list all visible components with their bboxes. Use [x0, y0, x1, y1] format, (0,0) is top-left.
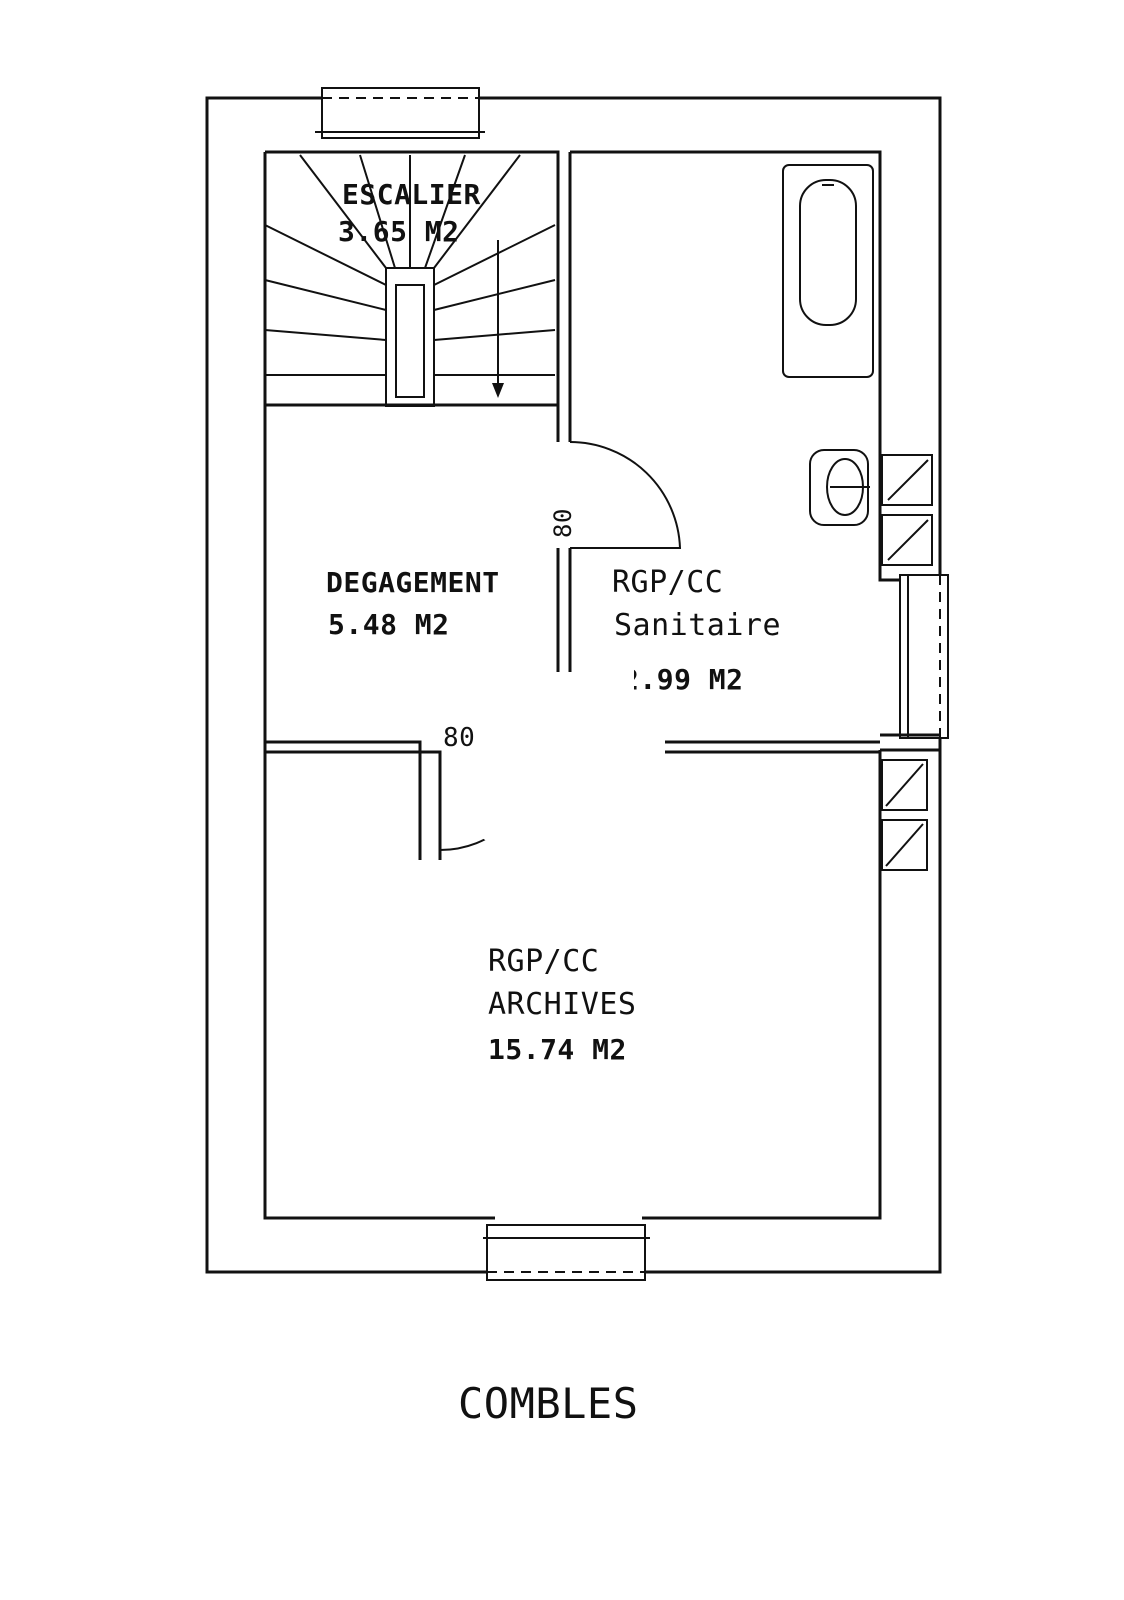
- degagement-area: 5.48 M2: [328, 608, 450, 641]
- degagement-name: DEGAGEMENT: [326, 566, 500, 599]
- door-width-archives: 80: [443, 723, 476, 753]
- staircase: [264, 154, 556, 407]
- sanitaire-name: Sanitaire: [614, 608, 782, 643]
- sanitaire-area: 2.99 M2: [622, 663, 744, 696]
- escalier-name: ESCALIER: [342, 178, 481, 211]
- window-bottom: [483, 1224, 650, 1281]
- door-width-sanitaire: 80: [548, 508, 577, 538]
- window-top: [315, 87, 485, 139]
- door-sanitaire: [569, 441, 682, 549]
- archives-name: ARCHIVES: [488, 987, 637, 1022]
- floor-title: COMBLES: [458, 1379, 639, 1428]
- sink-icon: [809, 449, 870, 526]
- ventilation-ducts: [881, 454, 933, 871]
- bathtub-icon: [782, 164, 874, 378]
- outer-walls: [205, 96, 942, 1274]
- escalier-area: 3.65 M2: [338, 215, 460, 248]
- redaction-patches: [465, 670, 665, 850]
- sanitaire-owner: RGP/CC: [612, 565, 724, 600]
- archives-owner: RGP/CC: [488, 944, 600, 979]
- archives-area: 15.74 M2: [488, 1033, 627, 1066]
- window-right: [899, 574, 949, 739]
